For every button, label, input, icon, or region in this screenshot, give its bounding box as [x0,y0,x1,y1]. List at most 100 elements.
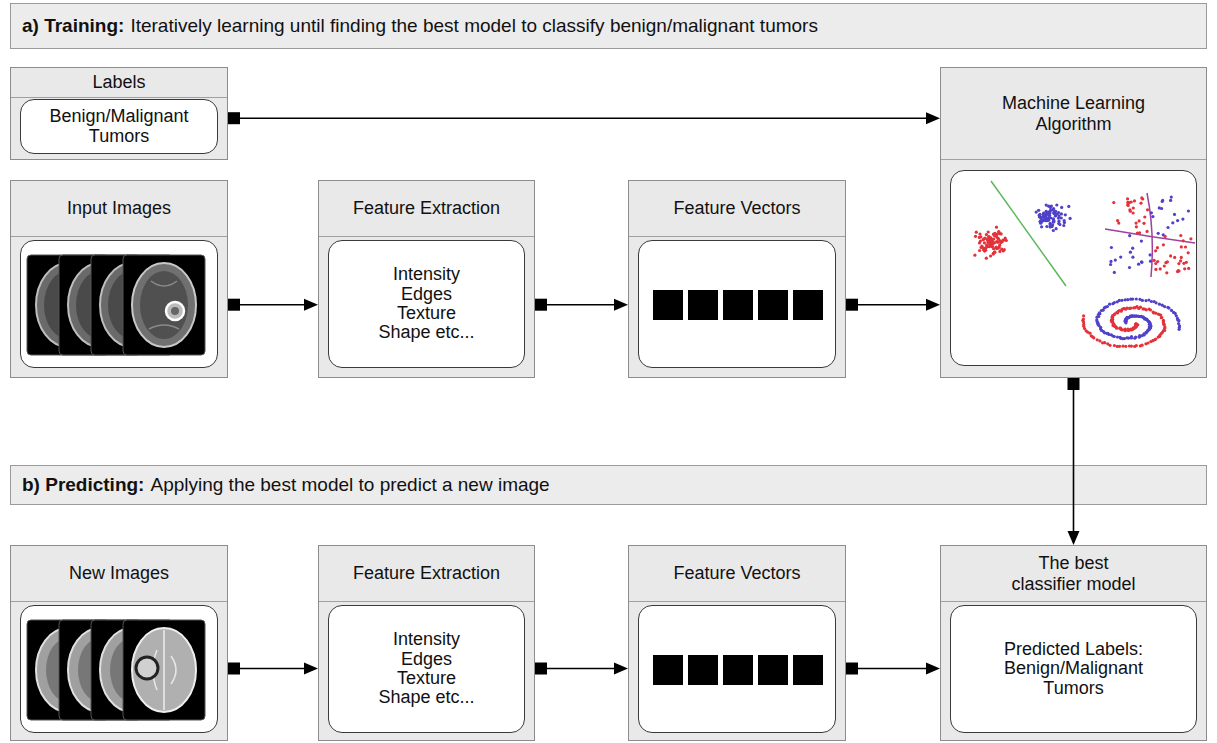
data-point [1177,269,1180,272]
data-point [986,239,989,242]
data-point [1177,262,1180,265]
data-point [993,234,996,237]
data-point [1082,314,1085,317]
data-point [1156,260,1159,263]
mri-slice [123,255,205,355]
connector [535,663,628,675]
data-point [987,230,990,233]
connector-line [547,668,615,670]
data-point [1064,213,1067,216]
box-title: Input Images [67,198,171,219]
data-point [1179,234,1182,237]
data-point [1135,222,1138,225]
data-point [1184,245,1187,248]
data-point [1057,217,1060,220]
process-box: Feature ExtractionIntensity Edges Textur… [318,545,535,741]
data-point [1120,299,1123,302]
port-square [535,663,547,675]
data-point [1054,213,1057,216]
data-point [1060,206,1063,209]
data-point [1109,260,1112,263]
data-point [1069,217,1072,220]
data-point [1109,263,1112,266]
data-point [1140,261,1143,264]
data-point [1096,338,1099,341]
data-point [1067,205,1070,208]
data-point [1060,216,1063,219]
box-header: Machine Learning Algorithm [941,68,1206,160]
data-point [1150,211,1153,214]
data-point [997,230,1000,233]
data-point [1140,260,1143,263]
box-title: New Images [69,563,169,584]
connector [846,663,940,675]
data-point [1131,256,1134,259]
data-point [1118,327,1121,330]
data-point [1131,298,1134,301]
data-point [980,246,983,249]
connector-line [858,304,927,306]
mri-slice [123,620,205,720]
data-point [1117,222,1120,225]
connector-line [1073,390,1075,532]
port-square [228,112,240,124]
data-point [1040,225,1043,228]
box-title: Feature Vectors [673,198,800,219]
data-point [1129,307,1132,310]
data-point [1038,213,1041,216]
connector [228,299,318,311]
data-point [1171,221,1174,224]
data-point [1149,253,1152,256]
data-point [1101,341,1104,344]
feature-list: Intensity Edges Texture Shape etc... [328,240,525,368]
data-point [985,257,988,260]
data-point [1145,308,1148,311]
data-point [1160,316,1163,319]
data-point [1119,327,1122,330]
data-point [1130,336,1133,339]
connector [228,112,940,124]
box-text: Predicted Labels: Benign/Malignant Tumor… [981,640,1166,698]
connector [535,299,628,311]
vector-box: Feature Vectors [628,545,846,741]
data-point [1180,245,1183,248]
data-point [1124,345,1127,348]
data-point [1131,247,1134,250]
data-point [1139,202,1142,205]
data-point [1119,337,1122,340]
illustration-panel [20,240,218,368]
arrow-head [926,663,940,675]
illustration-panel [950,170,1197,366]
data-point [999,239,1002,242]
data-point [1187,209,1190,212]
connector-line [858,668,927,670]
illustration-panel [638,605,836,733]
data-point [1153,259,1156,262]
data-point [1133,337,1136,340]
arrow-head [1068,531,1080,545]
data-point [992,237,995,240]
data-point [1151,215,1154,218]
data-point [993,234,996,237]
data-point [1112,201,1115,204]
data-point [1143,215,1146,218]
data-point [1163,264,1166,267]
data-point [1160,207,1163,210]
image-box: New Images [10,545,228,741]
data-point [1132,211,1135,214]
data-point [1141,299,1144,302]
data-point [1055,227,1058,230]
illustration-panel [20,605,218,733]
data-point [1045,225,1048,228]
data-point [1040,217,1043,220]
image-box: Input Images [10,180,228,378]
data-point [1165,271,1168,274]
data-point [1063,221,1066,224]
prediction-content: Predicted Labels: Benign/Malignant Tumor… [950,605,1197,733]
scatter-plots [951,171,1197,366]
data-point [1169,254,1172,257]
data-point [975,231,978,234]
data-point [1124,328,1127,331]
data-point [1137,336,1140,339]
